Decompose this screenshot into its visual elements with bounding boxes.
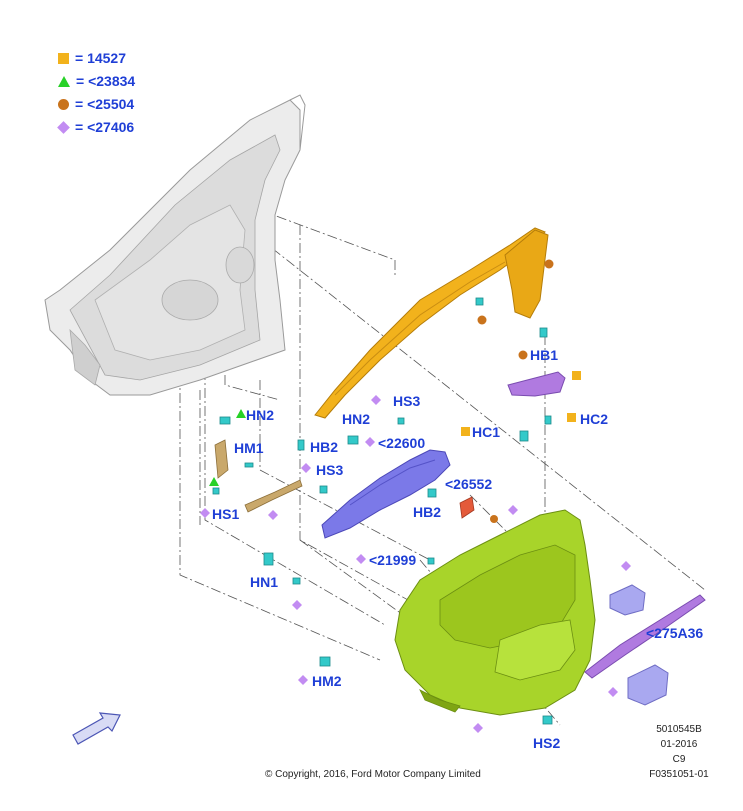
inner-brackets — [214, 439, 303, 513]
door-inner-panel — [44, 94, 306, 396]
callout-hb2-left: HB2 — [310, 439, 339, 455]
upper-frame-reinforcement — [314, 227, 549, 419]
lower-trim-strip — [584, 594, 706, 679]
callout-hs1: HS1 — [212, 506, 240, 522]
marker-triangles — [209, 409, 246, 486]
door-trim-panel — [394, 509, 596, 716]
callout-22600: <22600 — [378, 435, 426, 451]
circle-marker-icon — [58, 98, 69, 110]
red-clip-part — [459, 496, 475, 519]
legend-text: = 14527 — [75, 50, 126, 66]
callout-hb1: HB1 — [530, 347, 559, 363]
legend-item-square: = 14527 — [58, 49, 126, 67]
triangle-marker-icon — [58, 75, 70, 87]
callout-21999: <21999 — [369, 552, 417, 568]
connector-clips — [212, 297, 553, 725]
copyright-notice: © Copyright, 2016, Ford Motor Company Li… — [265, 769, 481, 780]
square-marker-icon — [58, 52, 69, 64]
marker-circles — [477, 259, 554, 523]
callout-hm1: HM1 — [234, 440, 264, 456]
marker-squares — [461, 371, 581, 436]
upper-trim-bracket — [507, 371, 566, 397]
legend-text: = <25504 — [75, 96, 135, 112]
callout-hn1: HN1 — [250, 574, 279, 590]
callout-hn2-right: HN2 — [342, 411, 371, 427]
diamond-marker-icon — [57, 120, 70, 134]
callout-275a36: <275A36 — [646, 625, 704, 641]
callout-hc1: HC1 — [472, 424, 501, 440]
callout-hs3-upper: HS3 — [393, 393, 421, 409]
reference-revision: C9 — [672, 754, 686, 765]
reference-part-number: 5010545B — [656, 724, 702, 735]
callout-hc2: HC2 — [580, 411, 609, 427]
legend-item-diamond: = <27406 — [57, 118, 135, 136]
inner-handle-reinforcement — [321, 449, 451, 539]
front-direction-arrow-icon — [72, 712, 121, 745]
marker-diamonds — [200, 395, 631, 733]
legend-text: = <27406 — [75, 119, 135, 135]
callout-hb2-right: HB2 — [413, 504, 442, 520]
reference-figure-id: F0351051-01 — [649, 769, 709, 780]
callout-hs3-left: HS3 — [316, 462, 344, 478]
legend-item-circle: = <25504 — [58, 95, 134, 113]
callout-hm2: HM2 — [312, 673, 342, 689]
callout-26552: <26552 — [445, 476, 493, 492]
reference-date: 01-2016 — [660, 739, 698, 750]
callout-hn2-upper: HN2 — [246, 407, 275, 423]
legend-item-triangle: = <23834 — [58, 72, 135, 90]
speaker-covers — [609, 584, 669, 706]
legend-text: = <23834 — [76, 73, 136, 89]
callout-hs2: HS2 — [533, 735, 561, 751]
